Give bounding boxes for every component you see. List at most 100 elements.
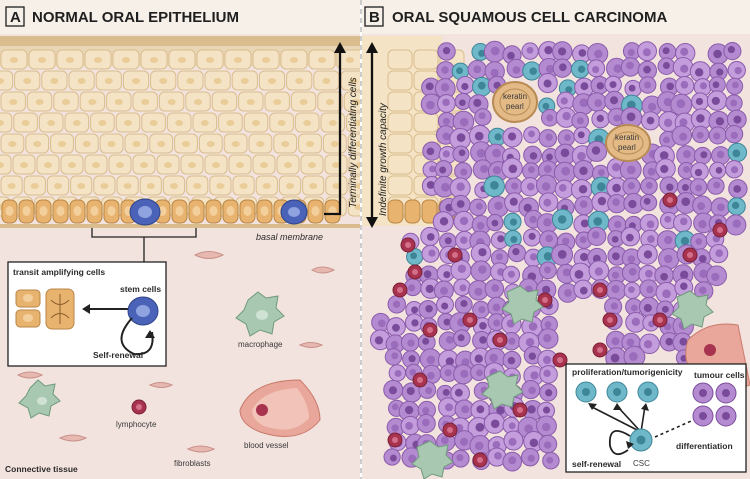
tumour-cell <box>586 140 608 162</box>
tumour-cell <box>657 57 676 76</box>
epithelial-cell <box>248 133 273 154</box>
tumour-cell <box>472 300 490 319</box>
tumour-cell <box>470 242 492 264</box>
tumour-cell <box>541 109 559 127</box>
epithelial-cell <box>74 133 99 154</box>
tumour-cell <box>454 92 472 110</box>
macrophage-cell <box>18 379 61 419</box>
tumour-cell <box>507 243 527 263</box>
epithelial-cell <box>347 196 360 217</box>
tumour-cell <box>535 174 558 196</box>
fibroblast <box>16 371 44 379</box>
immune-cell <box>447 247 463 263</box>
tumour-cell <box>419 348 442 370</box>
tumour-cell <box>607 266 626 285</box>
tumour-cell <box>640 111 661 131</box>
tumour-cell <box>490 249 509 267</box>
tumour-cell <box>420 93 443 115</box>
tumour-cell <box>725 94 743 112</box>
tumour-cell <box>658 43 677 61</box>
tumour-cell <box>486 214 504 232</box>
lymphocyte-cell <box>131 399 147 415</box>
tumour-cell <box>454 162 473 181</box>
basal-cell <box>205 199 222 224</box>
epithelial-cell <box>50 133 74 154</box>
immune-cell <box>412 372 428 388</box>
tumour-cell <box>522 228 542 247</box>
macrophage-label: macrophage <box>238 340 283 349</box>
epithelial-cell <box>84 49 112 70</box>
tumour-cell <box>607 194 627 214</box>
epithelium-top-layer <box>0 36 360 46</box>
epithelial-cell <box>115 112 141 133</box>
epithelial-cell <box>158 91 185 112</box>
tumour-cell <box>537 72 558 94</box>
epithelial-cell <box>46 175 70 196</box>
epithelial-cell <box>325 175 348 196</box>
immune-cell <box>400 237 416 253</box>
tumour-cell <box>623 281 641 300</box>
epithelial-cell <box>95 70 122 91</box>
epithelial-cell <box>99 133 124 154</box>
macrophage-cell <box>481 370 524 410</box>
tumour-cell <box>467 417 490 440</box>
tumour-cell <box>571 111 590 130</box>
tumour-cell <box>620 57 641 77</box>
blood-vessel-label: blood vessel <box>244 441 289 450</box>
basal-cell <box>421 199 438 224</box>
tumour-cell <box>523 126 541 144</box>
tumour-cell <box>502 451 523 472</box>
tumour-cell <box>624 79 642 98</box>
epithelial-cell <box>276 154 300 175</box>
differentiation-arrow <box>654 417 699 438</box>
tumour-cell <box>538 192 559 213</box>
epithelial-cell <box>387 112 413 133</box>
tumour-cell <box>417 400 436 420</box>
tumour-cell <box>708 76 726 94</box>
tumour-cell <box>470 260 492 282</box>
epithelial-cell <box>258 70 286 91</box>
epithelial-cell <box>162 175 186 196</box>
immune-cell <box>472 452 488 468</box>
tumour-cell <box>689 178 708 196</box>
tumour-cell <box>436 61 456 80</box>
tumour-cell <box>691 92 710 111</box>
epithelial-cell <box>231 70 258 91</box>
tumour-cell <box>402 350 421 369</box>
tumour-cell <box>725 214 747 236</box>
epithelial-cell <box>224 49 252 70</box>
epithelial-cell <box>343 91 360 112</box>
tumour-cell <box>555 107 577 128</box>
tumour-cell <box>706 90 728 111</box>
tumour-cell <box>467 60 487 80</box>
tumour-cell <box>438 145 457 164</box>
immune-cell <box>682 247 698 263</box>
immune-cell <box>592 282 608 298</box>
epithelial-cell <box>56 49 84 70</box>
epithelial-cell <box>0 175 23 196</box>
terminally-differentiating-label: Terminally differentiating cells <box>348 77 359 208</box>
tumour-cell <box>490 231 509 250</box>
tumour-cell <box>439 364 458 382</box>
cancer-stem-cell <box>522 61 542 81</box>
tumour-cell <box>502 265 521 284</box>
tumour-cell <box>638 76 657 94</box>
tumour-cell <box>659 211 678 230</box>
epithelial-cell <box>28 49 56 70</box>
tumour-cell <box>677 161 695 180</box>
tumour-cell <box>539 383 558 402</box>
tumour-cell <box>659 176 679 196</box>
tumour-cell <box>383 379 404 400</box>
tumour-cell <box>728 179 748 199</box>
epithelial-cell <box>68 70 95 91</box>
epithelial-cell <box>166 112 192 133</box>
basal-cell <box>86 199 103 224</box>
tumour-cell <box>639 333 660 355</box>
basal-cell <box>404 199 421 224</box>
tumour-cell <box>456 75 475 95</box>
epithelial-cell <box>252 49 280 70</box>
tumour-cell <box>573 279 593 300</box>
differentiation-label: differentiation <box>676 441 733 451</box>
macrophage-cell <box>501 285 544 325</box>
